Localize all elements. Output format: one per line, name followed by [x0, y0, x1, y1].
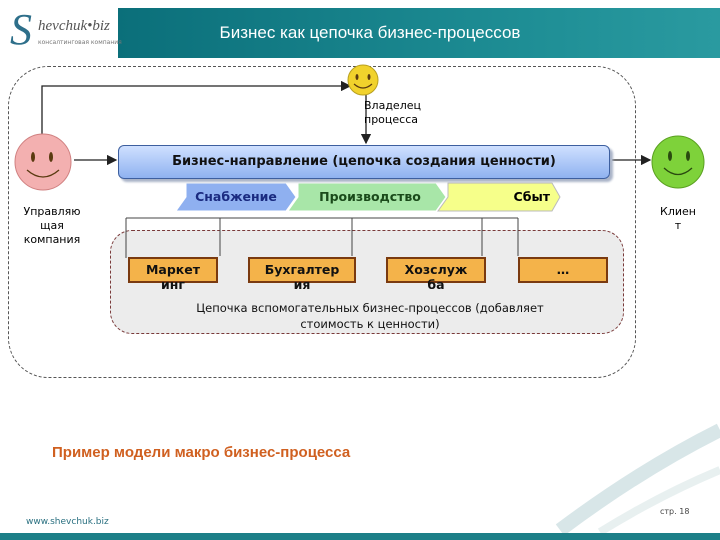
logo-name: hevchuk [38, 18, 88, 34]
owner-label-line: процесса [364, 113, 418, 126]
stage-shape-1 [175, 182, 297, 212]
value-chain-label: Бизнес-направление (цепочка создания цен… [172, 154, 556, 169]
page-number: стр. 18 [660, 507, 690, 516]
logo-text: hevchuk•biz [38, 18, 110, 35]
support-note-line: стоимость к ценности) [300, 317, 440, 331]
footer-bar [0, 533, 720, 540]
stage-shape-3 [437, 182, 561, 212]
stage-label-supply: Снабжение [195, 189, 277, 204]
logo-letter: S [10, 5, 32, 54]
logo: S hevchuk•biz консалтинговая компания [4, 5, 122, 54]
stage-shape-2 [287, 182, 447, 212]
client-smiley-icon [651, 135, 705, 189]
support-label-line: … [556, 262, 570, 277]
client-label: Клиен т [640, 205, 716, 233]
footer-swoosh-2 [597, 466, 720, 536]
support-label-line: ия [293, 277, 311, 292]
footer-url[interactable]: www.shevchuk.biz [26, 517, 109, 527]
support-label-more: … [518, 262, 608, 277]
support-label-line: Маркет [145, 262, 201, 277]
support-box-marketing [128, 257, 218, 283]
support-label-maintenance: Хозслуж ба [386, 262, 486, 292]
footer-swoosh [555, 423, 720, 536]
owner-link [41, 80, 352, 135]
support-label-line: инг [161, 277, 185, 292]
support-label-marketing: Маркет инг [128, 262, 218, 292]
support-box-maintenance [386, 257, 486, 283]
stage-label-production: Производство [319, 189, 421, 204]
value-chain-box [118, 145, 610, 179]
company-label: Управляю щая компания [4, 205, 100, 247]
support-box-more [518, 257, 608, 283]
company-label-line: Управляю [23, 205, 81, 218]
logo-sub: консалтинговая компания [38, 39, 122, 46]
company-label-line: щая [40, 219, 64, 232]
support-label-line: ба [427, 277, 445, 292]
owner-label: Владелец процесса [364, 99, 444, 127]
owner-label-line: Владелец [364, 99, 421, 112]
support-label-line: Бухгалтер [264, 262, 340, 277]
support-label-accounting: Бухгалтер ия [248, 262, 356, 292]
page-title: Бизнес как цепочка бизнес-процессов [219, 23, 521, 42]
client-label-line: Клиен [660, 205, 696, 218]
support-label-line: Хозслуж [404, 262, 468, 277]
company-smiley-icon [14, 133, 72, 191]
client-label-line: т [674, 219, 682, 232]
company-label-line: компания [23, 233, 81, 246]
header-bar [118, 8, 720, 58]
stage-label-sales: Сбыт [513, 189, 550, 204]
support-note: Цепочка вспомогательных бизнес-процессов… [114, 300, 626, 332]
caption: Пример модели макро бизнес-процесса [52, 444, 351, 461]
support-note-line: Цепочка вспомогательных бизнес-процессов… [196, 301, 544, 315]
process-frame [8, 66, 636, 378]
logo-suffix: •biz [87, 18, 110, 34]
support-box-accounting [248, 257, 356, 283]
owner-smiley-icon [347, 64, 379, 96]
